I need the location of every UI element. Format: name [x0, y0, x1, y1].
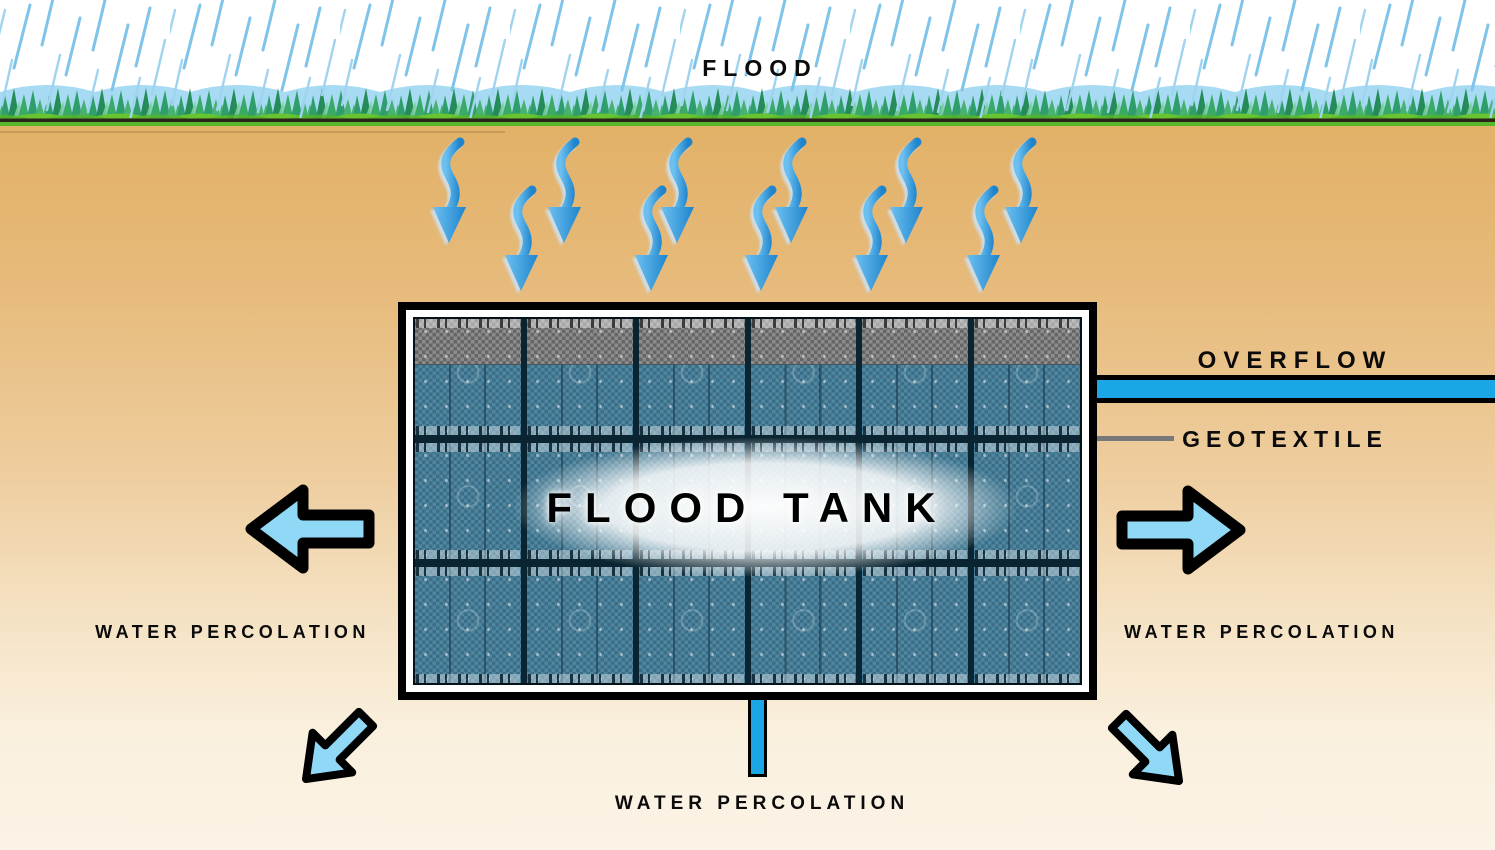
tank-cell [974, 567, 1080, 683]
tank-air-gap [638, 319, 745, 365]
tank-cell [526, 567, 633, 683]
overflow-label: OVERFLOW [1197, 347, 1393, 374]
percolation-arrow-left-icon [243, 473, 377, 585]
percolation-left-label: WATER PERCOLATION [95, 622, 370, 642]
tank-cell [750, 567, 857, 683]
tank-cell [638, 319, 745, 435]
tank-cell [750, 319, 857, 435]
ground-line [0, 118, 1495, 122]
geotextile-label: GEOTEXTILE [1182, 426, 1388, 452]
soil-stratum-line [0, 131, 505, 133]
tank-cell [974, 319, 1080, 435]
tank-air-gap [862, 319, 969, 365]
bottom-outlet-pipe [748, 700, 767, 777]
tank-cell [862, 319, 969, 435]
tank-cell [415, 319, 521, 435]
percolation-bottom-label: WATER PERCOLATION [614, 793, 910, 814]
percolation-right-label: WATER PERCOLATION [1124, 622, 1399, 642]
tank-cell [638, 567, 745, 683]
tank-cell [415, 443, 521, 559]
tank-air-gap [974, 319, 1080, 365]
flood-label: FLOOD [702, 55, 818, 81]
tank-cell [526, 319, 633, 435]
tank-air-gap [415, 319, 521, 365]
geotextile-leader-line [1086, 436, 1174, 441]
tank-air-gap [750, 319, 857, 365]
tank-air-gap [526, 319, 633, 365]
tank-cell [415, 567, 521, 683]
tank-cell [862, 567, 969, 683]
overflow-pipe [1095, 375, 1495, 403]
rain-icon [0, 0, 1495, 118]
tank-label-glow [515, 438, 1015, 576]
percolation-arrow-right-icon [1114, 474, 1248, 586]
flood-tank-label: FLOOD TANK [546, 484, 949, 531]
